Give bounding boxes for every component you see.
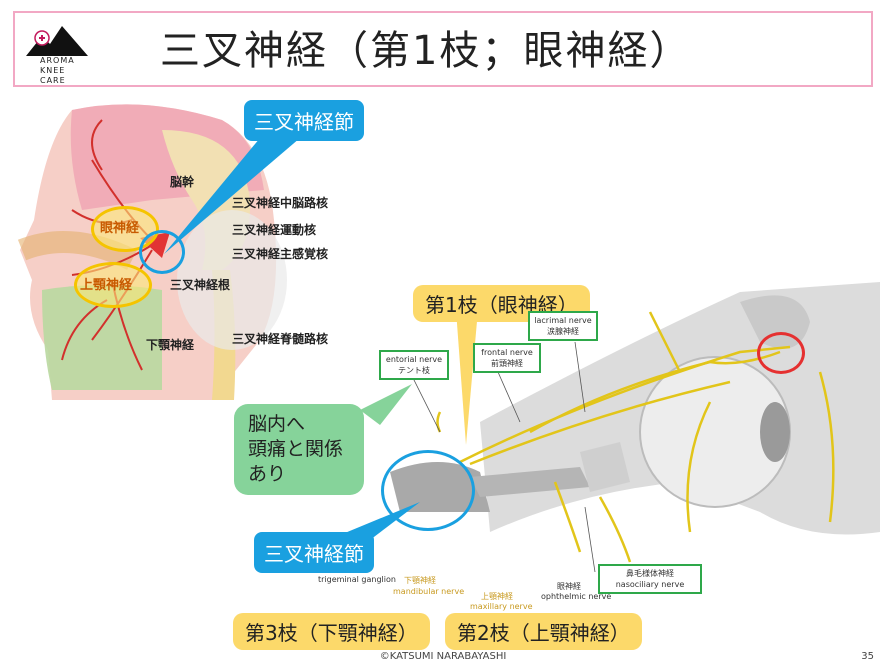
label-spinal: 三叉神経脊髄路核 <box>232 332 329 346</box>
label-motor: 三叉神経運動核 <box>232 223 317 237</box>
page-number: 35 <box>861 651 874 662</box>
label-root: 三叉神経根 <box>170 278 231 292</box>
maxillary-highlight <box>74 262 152 308</box>
orbit-red-ring <box>757 332 805 374</box>
branch2-label: 第2枝（上顎神経） <box>445 613 642 650</box>
label-maxillary: 上顎神経 <box>80 278 133 293</box>
brain-note-callout: 脳内へ 頭痛と関係 あり <box>234 404 364 495</box>
copyright-footer: ©KATSUMI NARABAYASHI <box>379 651 507 662</box>
label-mandibular: 下顎神経 <box>146 338 195 352</box>
frontal-nerve-box: frontal nerve 前頭神経 <box>473 343 541 373</box>
ganglion-ring-diagram <box>381 450 475 531</box>
head-illustration <box>12 100 372 400</box>
maxillary-en-label: maxillary nerve <box>470 602 533 611</box>
trigeminal-ganglion-label: trigeminal ganglion <box>318 575 396 584</box>
page-title: 三叉神経（第1枝；眼神経） <box>160 28 692 74</box>
callout-pointer-yellow <box>450 300 490 450</box>
ophthalmic-en-label: ophthelmic nerve <box>541 592 612 601</box>
mandibular-en-label: mandibular nerve <box>393 587 465 596</box>
mandibular-jp-label: 下顎神経 <box>404 576 436 585</box>
ganglion-callout-top: 三叉神経節 <box>244 100 364 141</box>
ganglion-callout-bottom: 三叉神経節 <box>254 532 374 573</box>
ophthalmic-highlight <box>91 206 159 252</box>
maxillary-jp-label: 上顎神経 <box>481 592 513 601</box>
ophthalmic-jp-label: 眼神経 <box>557 582 581 591</box>
callout-pointer-green <box>340 380 420 440</box>
label-brainstem: 脳幹 <box>170 175 195 189</box>
label-sensory: 三叉神経主感覚核 <box>232 247 329 261</box>
tentorial-nerve-box: entorial nerve テント枝 <box>379 350 449 380</box>
title-bar <box>13 11 873 87</box>
logo-text: AROMA KNEE CARE <box>40 56 75 85</box>
logo <box>24 20 90 60</box>
label-mesencephalic: 三叉神経中脳路核 <box>232 196 329 210</box>
label-ophthalmic: 眼神経 <box>100 221 140 236</box>
callout-pointer-top <box>150 130 350 260</box>
callout-pointer-bottom <box>330 490 430 550</box>
ganglion-ring-head <box>139 230 185 274</box>
branch3-label: 第3枝（下顎神経） <box>233 613 430 650</box>
nasociliary-nerve-box: 鼻毛様体神経 nasociliary nerve <box>598 564 702 594</box>
lacrimal-nerve-box: lacrimal nerve 涙腺神経 <box>528 311 598 341</box>
